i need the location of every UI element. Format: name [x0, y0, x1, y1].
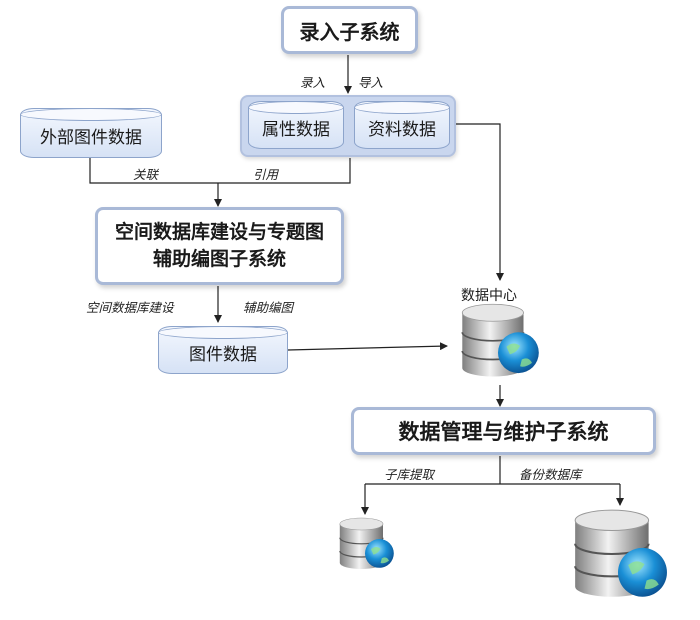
aux-map-label: 辅助编图	[243, 300, 294, 315]
data-center-label: 数据中心	[461, 288, 517, 304]
relate-label: 关联	[133, 167, 159, 182]
data-center-database-icon	[461, 303, 539, 377]
entry-subsystem-label: 录入子系统	[299, 19, 400, 44]
map-data-label: 图件数据	[189, 344, 257, 365]
map-data-cylinder: 图件数据	[158, 326, 288, 374]
record-label: 录入	[300, 75, 326, 90]
attribute-data-cylinder: 属性数据	[248, 101, 344, 149]
entry-subsystem-box: 录入子系统	[281, 6, 418, 54]
import-label: 导入	[358, 75, 384, 90]
material-data-cylinder: 资料数据	[354, 101, 450, 149]
spatial-build-label: 空间数据库建设	[86, 300, 174, 315]
backup-database-label: 备份数据库	[519, 467, 582, 482]
data-management-subsystem-label: 数据管理与维护子系统	[398, 420, 609, 444]
backup-database-icon	[574, 509, 667, 597]
spatial-database-subsystem-label: 空间数据库建设与专题图辅助编图子系统	[114, 221, 324, 270]
sub-extract-label: 子库提取	[384, 467, 435, 482]
external-map-data-label: 外部图件数据	[40, 127, 142, 148]
external-map-data-cylinder: 外部图件数据	[20, 108, 162, 158]
attribute-data-label: 属性数据	[262, 119, 330, 140]
cite-label: 引用	[253, 167, 279, 182]
spatial-database-subsystem-box: 空间数据库建设与专题图辅助编图子系统	[95, 207, 344, 285]
data-management-subsystem-box: 数据管理与维护子系统	[351, 407, 656, 455]
sub-database-icon	[339, 517, 394, 569]
material-data-label: 资料数据	[368, 119, 436, 140]
